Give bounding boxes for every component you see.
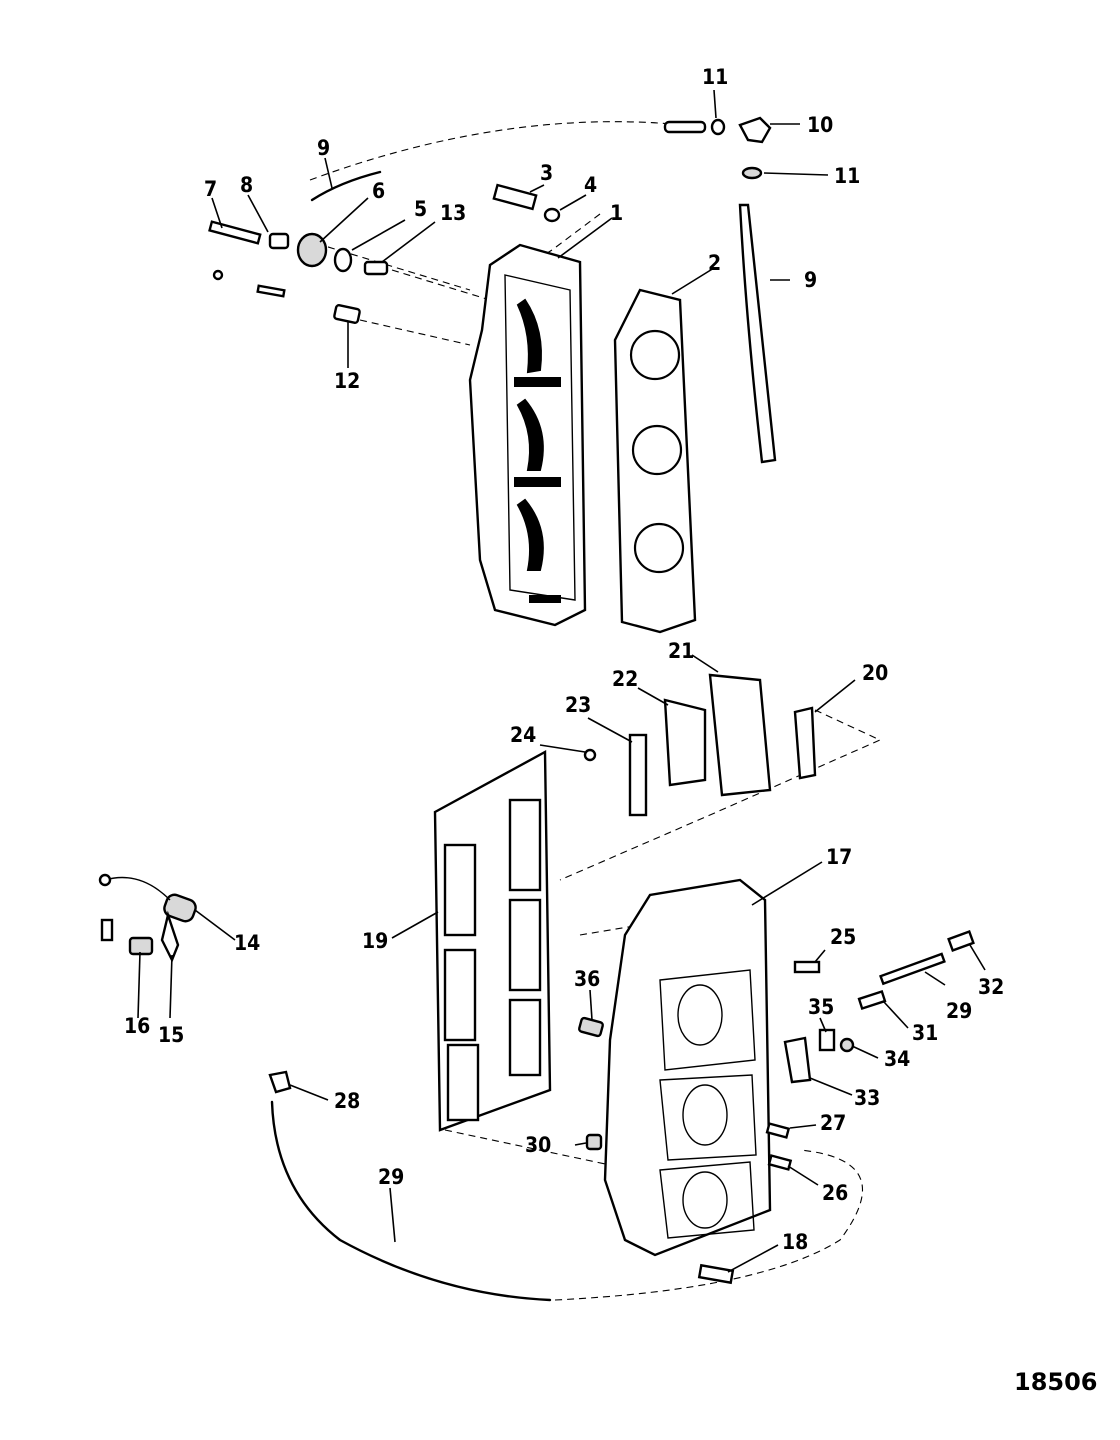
callout-15: 15: [158, 1023, 184, 1047]
assembly-guide-lines: [304, 121, 882, 1301]
callout-24: 24: [510, 723, 536, 747]
callout-11-top: 11: [702, 65, 728, 89]
callout-30: 30: [525, 1133, 551, 1157]
callout-5: 5: [414, 197, 427, 221]
callout-9-top: 9: [317, 136, 330, 160]
callout-34: 34: [884, 1047, 910, 1071]
callout-14: 14: [234, 931, 260, 955]
callout-29-bottom: 29: [378, 1165, 404, 1189]
callout-32: 32: [978, 975, 1004, 999]
callout-21: 21: [668, 639, 694, 663]
callout-7: 7: [204, 177, 217, 201]
leader-lines: [137, 89, 986, 1273]
callout-6: 6: [372, 179, 385, 203]
misc-small-parts: [98, 873, 975, 1302]
transfer-port-cover-gasket: [433, 749, 552, 1132]
callout-18: 18: [782, 1230, 808, 1254]
callout-19: 19: [362, 929, 388, 953]
callout-8: 8: [240, 173, 253, 197]
callout-3: 3: [540, 161, 553, 185]
callout-22: 22: [612, 667, 638, 691]
callout-29-right: 29: [946, 999, 972, 1023]
callout-28: 28: [334, 1089, 360, 1113]
reed-valve-parts: [583, 673, 817, 817]
callout-13: 13: [440, 201, 466, 225]
callout-12: 12: [334, 369, 360, 393]
callout-31: 31: [912, 1021, 938, 1045]
callout-26: 26: [822, 1181, 848, 1205]
callout-2: 2: [708, 251, 721, 275]
callout-labels: 1 2 3 4 5 6 7 8 9 9 10 11 11 12 13 14 15…: [124, 65, 1004, 1254]
callout-10: 10: [807, 113, 833, 137]
cylinder-head: [468, 243, 587, 627]
callout-33: 33: [854, 1086, 880, 1110]
head-gasket: [613, 288, 697, 634]
cylinder-block: [603, 878, 772, 1257]
top-fittings: [208, 183, 561, 324]
callout-20: 20: [862, 661, 888, 685]
callout-35: 35: [808, 995, 834, 1019]
callout-17: 17: [826, 845, 852, 869]
hoses: [310, 116, 777, 464]
callout-4: 4: [584, 173, 597, 197]
figure-number: 18506: [1014, 1368, 1098, 1396]
callout-16: 16: [124, 1014, 150, 1038]
callout-36: 36: [574, 967, 600, 991]
callout-25: 25: [830, 925, 856, 949]
callout-23: 23: [565, 693, 591, 717]
callout-9-right: 9: [804, 268, 817, 292]
callout-1: 1: [610, 201, 623, 225]
callout-11-right: 11: [834, 164, 860, 188]
callout-27: 27: [820, 1111, 846, 1135]
